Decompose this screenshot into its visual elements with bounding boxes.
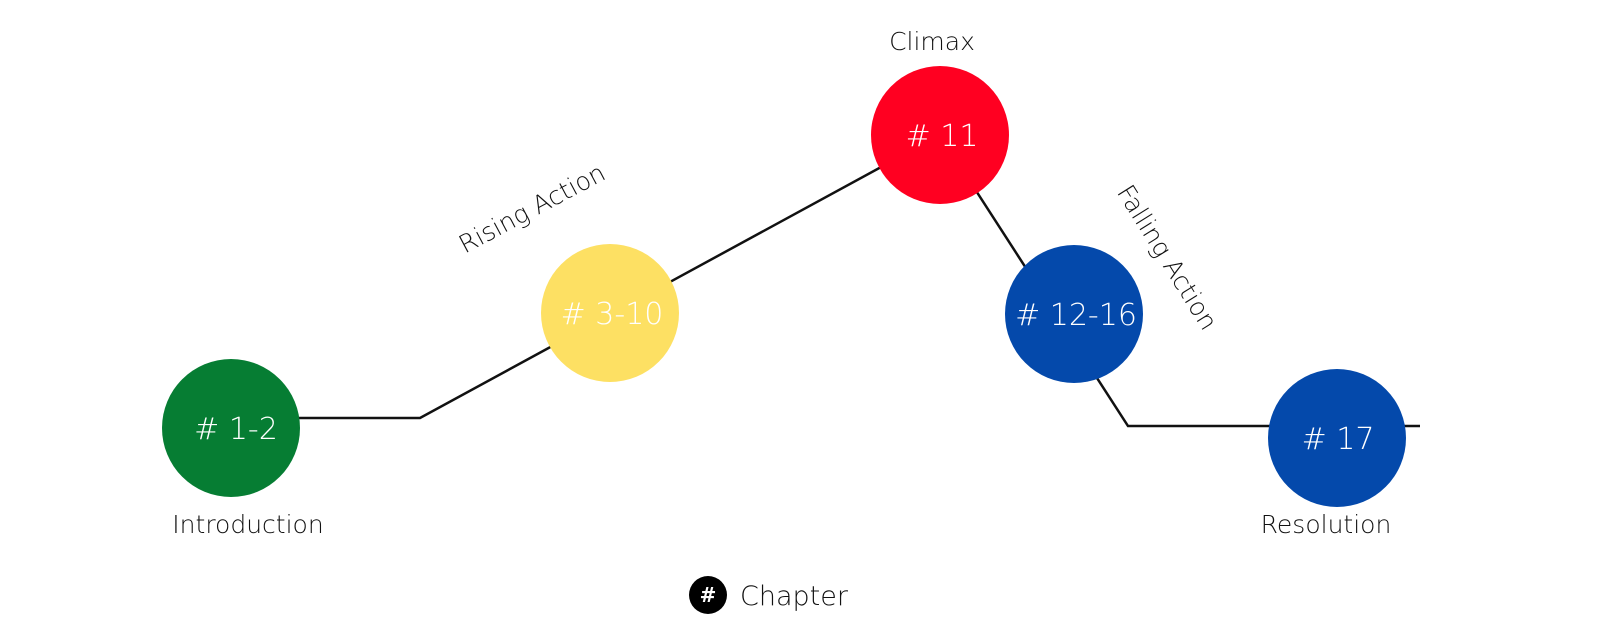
node-introduction: # 1-2 bbox=[162, 359, 300, 497]
legend-label: Chapter bbox=[740, 581, 849, 612]
node-label-resolution: # 17 bbox=[1302, 422, 1375, 457]
stage-label-rising-action: Rising Action bbox=[454, 158, 610, 259]
stage-label-resolution: Resolution bbox=[1261, 510, 1392, 539]
node-label-rising-action: # 3-10 bbox=[561, 297, 664, 332]
node-rising-action: # 3-10 bbox=[541, 244, 679, 382]
node-label-climax: # 11 bbox=[906, 119, 979, 154]
legend: # Chapter bbox=[689, 576, 849, 614]
node-circle-rising-action bbox=[541, 244, 679, 382]
node-resolution: # 17 bbox=[1268, 369, 1406, 507]
legend-symbol: # bbox=[700, 583, 717, 607]
node-circle-introduction bbox=[162, 359, 300, 497]
node-label-introduction: # 1-2 bbox=[194, 412, 278, 447]
node-circle-resolution bbox=[1268, 369, 1406, 507]
node-circle-climax bbox=[871, 66, 1009, 204]
plot-line bbox=[231, 133, 1420, 428]
node-falling-action: # 12-16 bbox=[1005, 245, 1143, 383]
stage-label-introduction: Introduction bbox=[172, 510, 323, 539]
node-label-falling-action: # 12-16 bbox=[1015, 298, 1137, 333]
node-climax: # 11 bbox=[871, 66, 1009, 204]
node-circle-falling-action bbox=[1005, 245, 1143, 383]
legend-symbol-icon bbox=[689, 576, 727, 614]
stage-label-climax: Climax bbox=[889, 27, 975, 56]
